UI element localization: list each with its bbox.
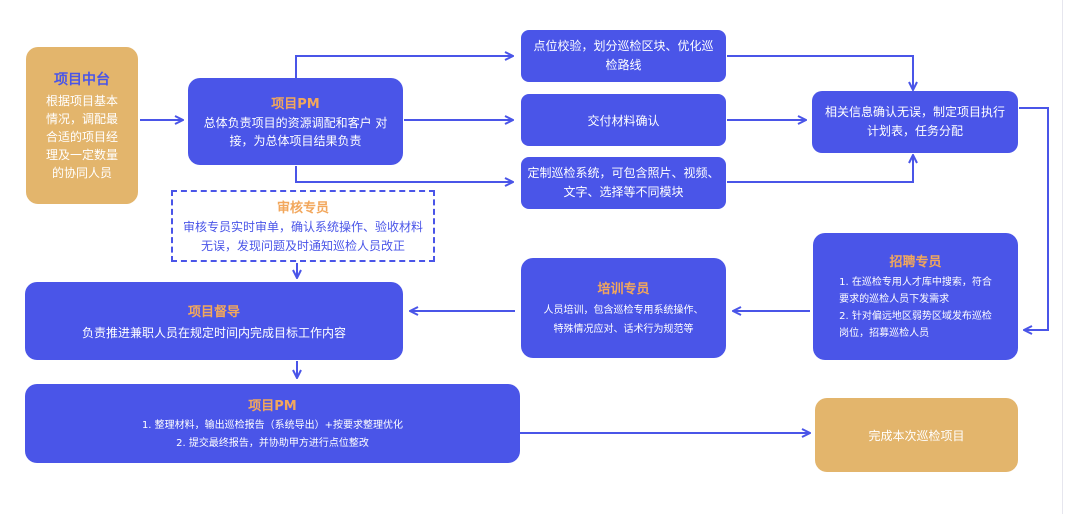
node-text: 1. 整理材料，输出巡检报告（系统导出）+按要求整理优化 2. 提交最终报告，并… (141, 419, 404, 449)
node-text: 完成本次巡检项目 (868, 428, 965, 443)
node-project-supervisor: 项目督导 负责推进兼职人员在规定时间内完成目标工作内容 (25, 282, 403, 360)
node-project-pm-final: 项目PM 1. 整理材料，输出巡检报告（系统导出）+按要求整理优化 2. 提交最… (25, 384, 520, 463)
arrow-pm-to-system (295, 166, 513, 182)
node-audit-specialist: 审核专员 审核专员实时审单，确认系统操作、验收材料 无误，发现问题及时通知巡检人… (171, 190, 435, 262)
node-project-pm: 项目PM 总体负责项目的资源调配和客户 对 接，为总体项目结果负责 (188, 78, 403, 165)
node-text: 相关信息确认无误，制定项目执行 计划表，任务分配 (824, 105, 1005, 138)
node-title: 项目中台 (54, 72, 110, 88)
node-title: 项目督导 (187, 305, 240, 320)
node-text: 总体负责项目的资源调配和客户 对 接，为总体项目结果负责 (203, 116, 388, 148)
node-text: 负责推进兼职人员在规定时间内完成目标工作内容 (81, 326, 346, 340)
arrow-system-to-confirm (727, 155, 913, 183)
node-info-confirm: 相关信息确认无误，制定项目执行 计划表，任务分配 (812, 91, 1018, 153)
node-text: 根据项目基本 情况，调配最 合适的项目经 理及一定数量 的协同人员 (45, 94, 118, 180)
node-title: 培训专员 (597, 281, 650, 297)
node-text: 审核专员实时审单，确认系统操作、验收材料 无误，发现问题及时通知巡检人员改正 (182, 219, 423, 253)
node-text: 定制巡检系统，可包含照片、视频、 文字、选择等不同模块 (527, 166, 720, 199)
node-text: 人员培训，包含巡检专用系统操作、 特殊情况应对、话术行为规范等 (543, 304, 704, 335)
node-recruit-specialist: 招聘专员 1. 在巡检专用人才库中搜索，符合 要求的巡检人员下发需求 2. 针对… (813, 233, 1018, 360)
node-text: 点位校验，划分巡检区块、优化巡 检路线 (533, 39, 714, 72)
right-edge-divider (1062, 0, 1063, 514)
node-text: 交付材料确认 (587, 113, 660, 128)
node-training-specialist: 培训专员 人员培训，包含巡检专用系统操作、 特殊情况应对、话术行为规范等 (521, 258, 726, 358)
node-deliverable-confirm: 交付材料确认 (521, 94, 726, 146)
node-title: 审核专员 (276, 200, 329, 216)
node-custom-system: 定制巡检系统，可包含照片、视频、 文字、选择等不同模块 (521, 157, 726, 209)
arrow-pm-to-point (295, 56, 513, 78)
node-project-complete: 完成本次巡检项目 (815, 398, 1018, 472)
node-project-center: 项目中台 根据项目基本 情况，调配最 合适的项目经 理及一定数量 的协同人员 (26, 47, 138, 204)
node-title: 项目PM (271, 97, 320, 112)
arrow-confirm-to-recruit (1019, 107, 1049, 330)
node-point-check: 点位校验，划分巡检区块、优化巡 检路线 (521, 30, 726, 82)
node-text: 1. 在巡检专用人才库中搜索，符合 要求的巡检人员下发需求 2. 针对偏远地区弱… (839, 277, 992, 339)
node-title: 项目PM (248, 398, 297, 414)
node-title: 招聘专员 (889, 255, 942, 270)
arrow-point-to-confirm (727, 55, 913, 90)
